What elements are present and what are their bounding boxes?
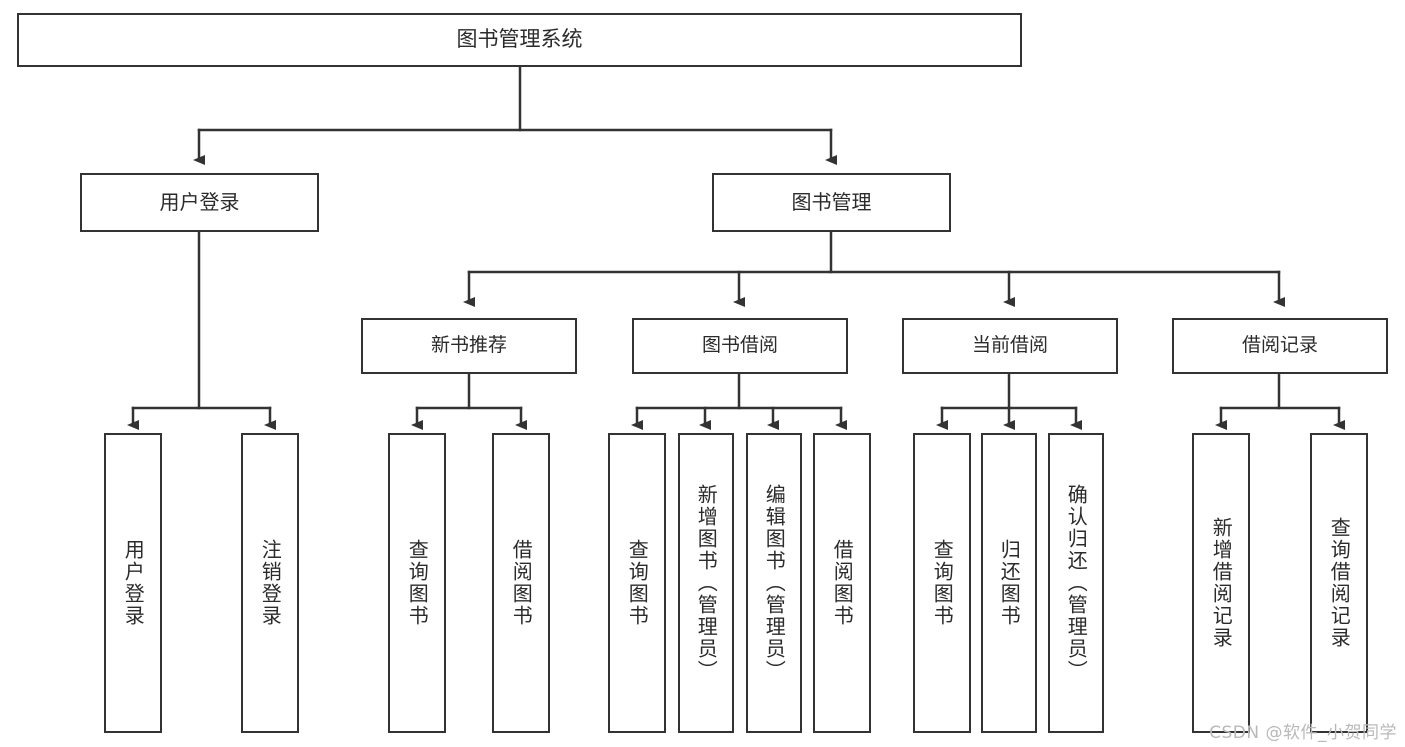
node-leaf-add-record[interactable]: 新增借阅记录 [1192,433,1250,733]
node-leaf-query-book-1[interactable]: 查询图书 [388,433,446,733]
node-book-borrow-label: 图书借阅 [701,334,778,357]
node-current-borrow[interactable]: 当前借阅 [902,318,1118,374]
node-user-login[interactable]: 用户登录 [80,173,319,232]
node-leaf-query-book-1-label: 查询图书 [405,539,430,627]
node-leaf-logout[interactable]: 注销登录 [241,433,299,733]
node-book-manage[interactable]: 图书管理 [712,173,951,232]
node-leaf-borrow-book-2-label: 借阅图书 [830,539,855,627]
node-leaf-confirm-return[interactable]: 确认归还（管理员） [1048,433,1104,733]
node-leaf-logout-label: 注销登录 [258,539,283,627]
node-leaf-return-book[interactable]: 归还图书 [981,433,1037,733]
node-borrow-record[interactable]: 借阅记录 [1172,318,1388,374]
node-leaf-return-book-label: 归还图书 [997,539,1022,627]
node-book-manage-label: 图书管理 [791,190,872,215]
node-leaf-add-book-label: 新增图书（管理员） [694,484,719,682]
node-leaf-borrow-book-2[interactable]: 借阅图书 [813,433,871,733]
node-leaf-add-record-label: 新增借阅记录 [1209,517,1234,649]
node-leaf-edit-book[interactable]: 编辑图书（管理员） [746,433,802,733]
node-new-book-recommend[interactable]: 新书推荐 [361,318,577,374]
node-new-book-recommend-label: 新书推荐 [430,334,507,357]
node-leaf-borrow-book-1[interactable]: 借阅图书 [492,433,550,733]
node-leaf-query-book-3-label: 查询图书 [930,539,955,627]
node-leaf-borrow-book-1-label: 借阅图书 [509,539,534,627]
node-leaf-query-book-2[interactable]: 查询图书 [608,433,666,733]
node-leaf-user-login-label: 用户登录 [121,539,146,627]
node-root[interactable]: 图书管理系统 [17,13,1022,67]
node-leaf-add-book[interactable]: 新增图书（管理员） [678,433,734,733]
node-book-borrow[interactable]: 图书借阅 [632,318,848,374]
node-leaf-query-record-label: 查询借阅记录 [1327,517,1352,649]
node-leaf-confirm-return-label: 确认归还（管理员） [1064,484,1089,682]
node-root-label: 图书管理系统 [456,27,583,52]
node-leaf-query-book-3[interactable]: 查询图书 [913,433,971,733]
node-leaf-edit-book-label: 编辑图书（管理员） [762,484,787,682]
node-leaf-query-record[interactable]: 查询借阅记录 [1310,433,1368,733]
csdn-watermark: CSDN @软件_小贺同学 [1209,723,1397,743]
node-leaf-user-login[interactable]: 用户登录 [104,433,162,733]
node-user-login-label: 用户登录 [159,190,240,215]
node-leaf-query-book-2-label: 查询图书 [625,539,650,627]
node-borrow-record-label: 借阅记录 [1241,334,1318,357]
node-current-borrow-label: 当前借阅 [971,334,1048,357]
